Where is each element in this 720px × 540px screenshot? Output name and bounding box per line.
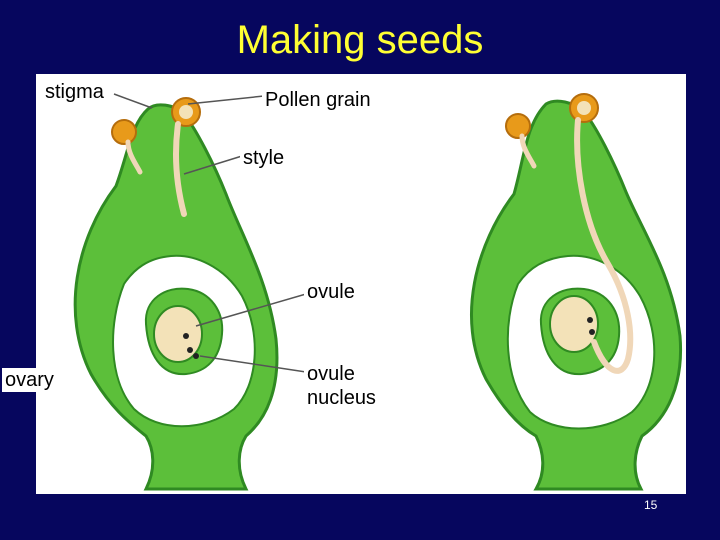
left-ovule-nucleus-dot xyxy=(183,333,189,339)
label-ovule: ovule xyxy=(304,280,358,304)
label-ovule-nucleus: ovule nucleus xyxy=(304,362,379,410)
left-pollen-grain xyxy=(179,105,193,119)
page-number: 15 xyxy=(644,498,657,512)
flower-diagram xyxy=(36,74,686,494)
pollen-pointer xyxy=(188,96,264,104)
diagram-panel xyxy=(36,74,686,494)
left-ovule-nucleus-dot xyxy=(187,347,193,353)
slide-title: Making seeds xyxy=(0,18,720,63)
label-stigma: stigma xyxy=(42,80,107,104)
left-ovule-nucleus-dot xyxy=(193,353,199,359)
left-stigma-lobe xyxy=(112,120,136,144)
right-ovule-nucleus-dot xyxy=(587,317,593,323)
right-stigma-lobe xyxy=(506,114,530,138)
stigma-pointer xyxy=(114,94,152,108)
label-pollen-grain: Pollen grain xyxy=(262,88,374,112)
label-style: style xyxy=(240,146,287,170)
label-ovule-nucleus-line2: nucleus xyxy=(307,386,376,410)
right-ovule xyxy=(550,296,598,352)
right-ovule-nucleus-dot xyxy=(589,329,595,335)
label-ovary: ovary xyxy=(2,368,57,392)
right-pollen-grain xyxy=(577,101,591,115)
label-ovule-nucleus-line1: ovule xyxy=(307,362,376,386)
right-flower xyxy=(471,94,680,489)
